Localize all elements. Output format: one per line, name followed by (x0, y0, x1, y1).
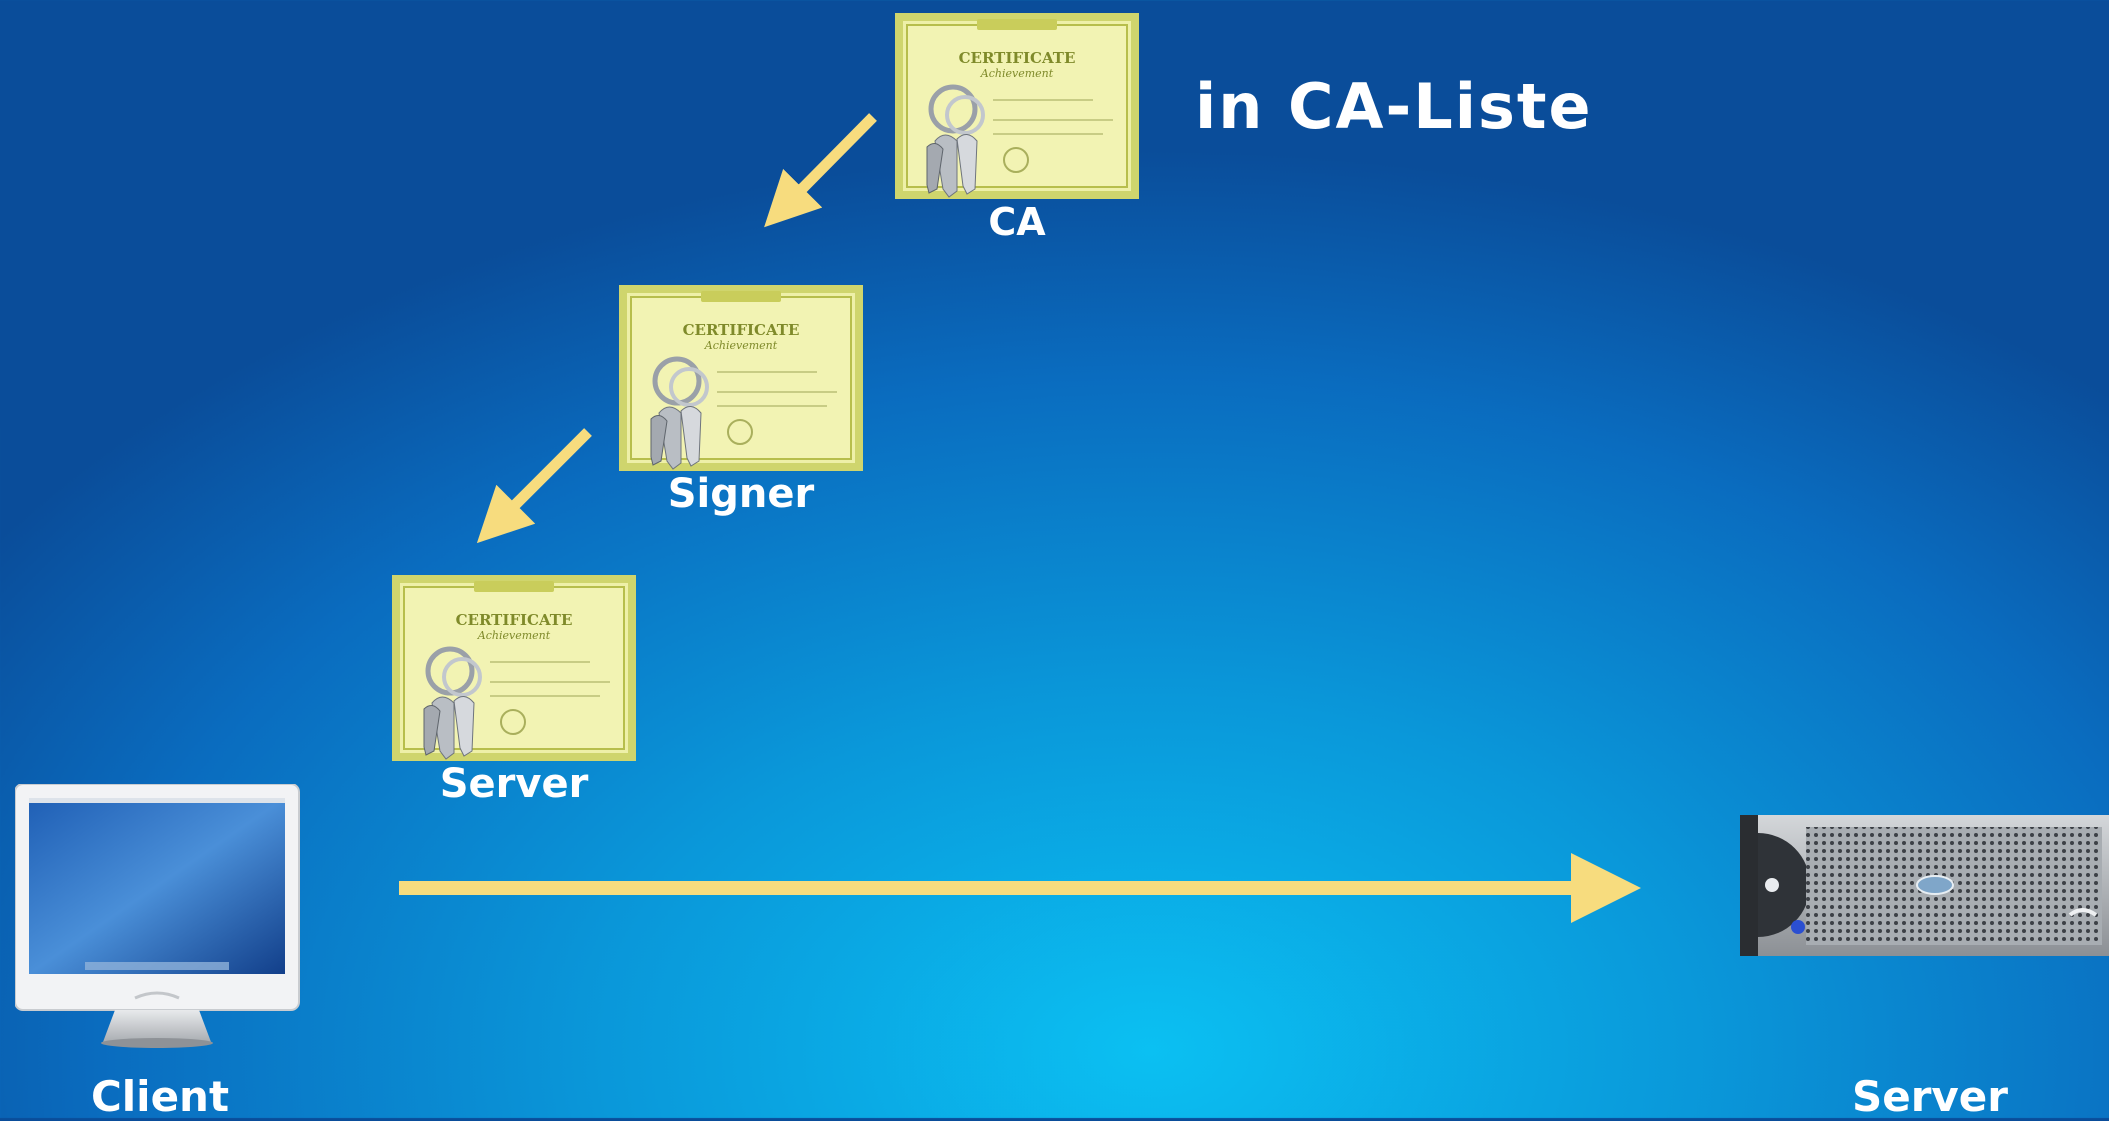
signer-label: Signer (667, 471, 815, 517)
certificate-text-line (993, 133, 1103, 135)
certificate-text-line (490, 695, 600, 697)
certificate-title: CERTIFICATE (455, 611, 573, 629)
ca-certificate: CERTIFICATE Achievement (895, 13, 1139, 199)
ca-label: CA (988, 200, 1046, 244)
certificate-subtitle: Achievement (704, 339, 778, 352)
keys-icon (650, 356, 709, 470)
certificate-text-line (717, 371, 817, 373)
certificate-seal-icon (727, 419, 753, 445)
certificate-text-line (490, 661, 590, 663)
rack-server-icon (1740, 815, 2109, 956)
certificate-title: CERTIFICATE (958, 49, 1076, 67)
keys-icon (423, 646, 482, 760)
certificate-text-line (717, 405, 827, 407)
certificate-banner (701, 291, 781, 302)
certificate-seal-icon (500, 709, 526, 735)
server-certificate: CERTIFICATE Achievement (392, 575, 636, 761)
certificate-subtitle: Achievement (477, 629, 551, 642)
signer-certificate: CERTIFICATE Achievement (619, 285, 863, 471)
desktop-computer-icon (15, 784, 300, 1048)
certificate-subtitle: Achievement (980, 67, 1054, 80)
arrow-signer-to-server-cert (476, 428, 592, 544)
keys-icon (926, 84, 985, 198)
server-label: Server (1851, 1072, 2009, 1121)
certificate-text-line (993, 99, 1093, 101)
server-certificate-label: Server (439, 761, 589, 807)
certificate-text-line (717, 391, 837, 393)
certificate-text-line (490, 681, 610, 683)
certificate-title: CERTIFICATE (682, 321, 800, 339)
certificate-banner (474, 581, 554, 592)
ca-list-note: in CA-Liste (1195, 70, 1593, 143)
certificate-banner (977, 19, 1057, 30)
certificate-text-line (993, 119, 1113, 121)
certificate-seal-icon (1003, 147, 1029, 173)
arrow-ca-to-signer (764, 113, 877, 228)
client-label: Client (90, 1072, 230, 1121)
